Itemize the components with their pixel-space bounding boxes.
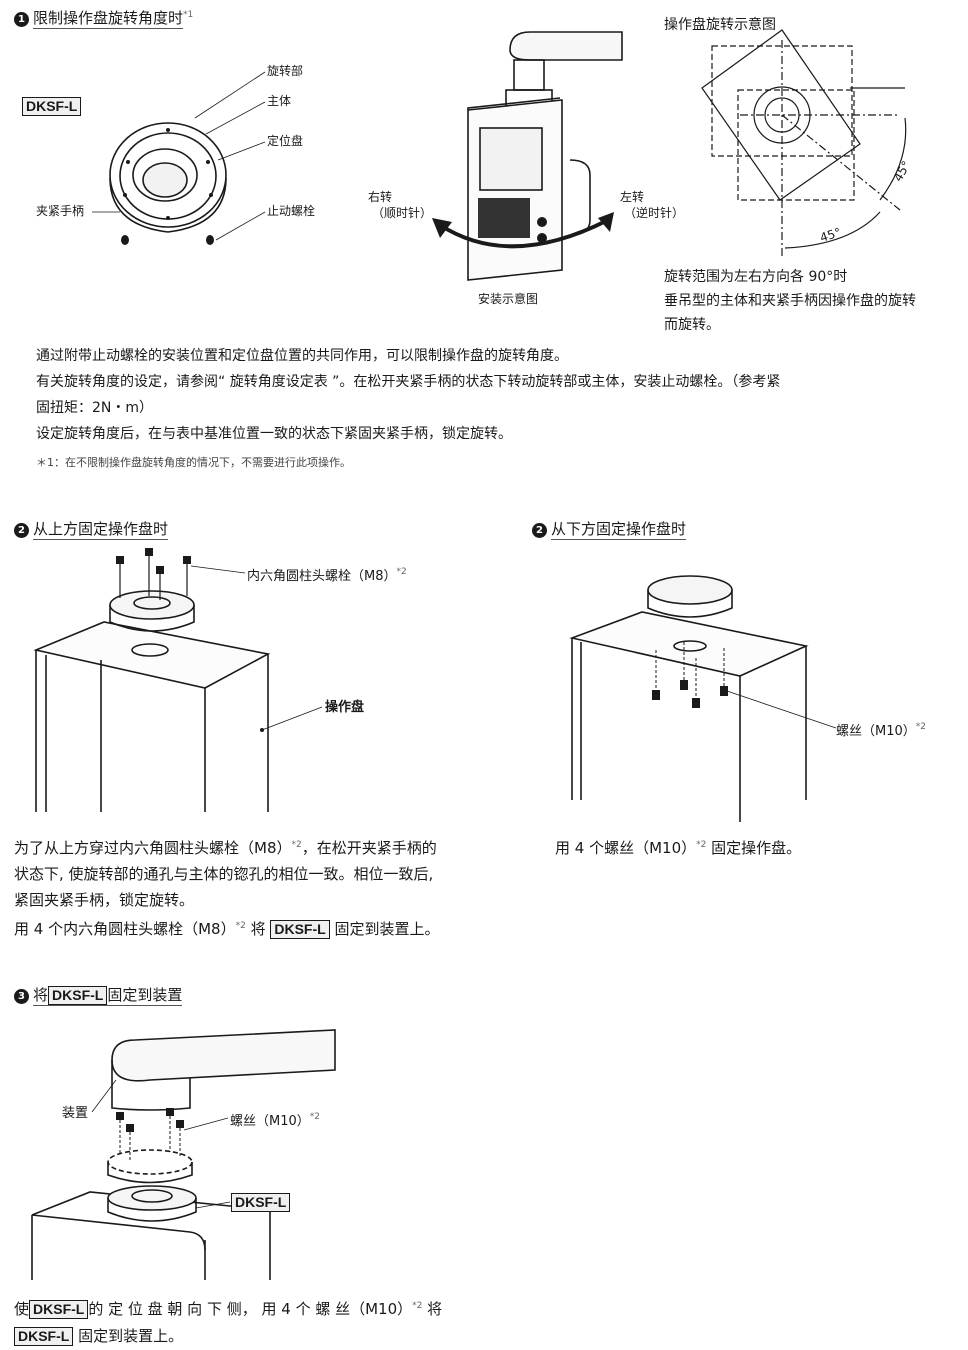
screw-text: 螺丝（M10） — [836, 724, 916, 739]
text: 固定操作盘。 — [706, 839, 802, 857]
label-left-turn: 左转 — [620, 190, 645, 204]
paragraph-line: 用 4 个内六角圆柱头螺栓（M8）*2 将 DKSF-L 固定到装置上。 — [14, 913, 504, 942]
section2-paragraph: 为了从上方穿过内六角圆柱头螺栓（M8）*2，在松开夹紧手柄的 状态下, 使旋转部… — [14, 832, 504, 942]
label-right-turn: 右转 — [368, 190, 393, 204]
install-caption: 安装示意图 — [478, 292, 539, 306]
paragraph: 设定旋转角度后，在与表中基准位置一致的状态下紧固夹紧手柄，锁定旋转。 — [36, 426, 512, 442]
section1-heading: 1 限制操作盘旋转角度时*1 — [14, 5, 194, 29]
label-device: 装置 — [62, 1106, 89, 1121]
product-tag: DKSF-L — [22, 97, 82, 116]
label-hex-screw: 内六角圆柱头螺栓（M8）*2 — [247, 565, 407, 584]
hex-screw-text: 内六角圆柱头螺栓（M8） — [247, 569, 397, 584]
text: 固定到装置 — [107, 986, 183, 1004]
note-mark: *2 — [412, 1301, 423, 1311]
product-tag: DKSF-L — [48, 986, 108, 1005]
text: 为了从上方穿过内六角圆柱头螺栓（M8） — [14, 839, 292, 857]
section1-paragraphs: 通过附带止动螺栓的安装位置和定位盘位置的共同作用，可以限制操作盘的旋转角度。 有… — [36, 343, 956, 447]
product-tag: DKSF-L — [231, 1193, 291, 1212]
step-number-2b: 2 — [532, 523, 547, 538]
text: 固定到装置上。 — [329, 920, 440, 938]
text: 用 4 个螺丝（M10） — [555, 839, 697, 857]
step-number-3: 3 — [14, 989, 29, 1004]
label-panel: 操作盘 — [325, 700, 365, 715]
text: 固定到装置上。 — [73, 1327, 184, 1345]
text: 将 — [422, 1300, 443, 1318]
section2-heading: 2 从上方固定操作盘时 — [14, 519, 169, 540]
rotation-note-line: 垂吊型的主体和夹紧手柄因操作盘的旋转 — [664, 293, 916, 309]
dksf-tag-3: DKSF-L — [231, 1192, 291, 1212]
label-m10-screw-3: 螺丝（M10）*2 — [230, 1110, 320, 1129]
footnote: ＊1：在不限制操作盘旋转角度的情况下，不需要进行此项操作。 — [36, 456, 351, 469]
section2-title: 从上方固定操作盘时 — [33, 520, 169, 540]
paragraph-line: 紧固夹紧手柄，锁定旋转。 — [14, 891, 195, 909]
screw-text: 螺丝（M10） — [230, 1114, 310, 1129]
paragraph-line: 为了从上方穿过内六角圆柱头螺栓（M8）*2，在松开夹紧手柄的 — [14, 832, 504, 861]
note-mark: *2 — [915, 722, 926, 732]
section1-title: 限制操作盘旋转角度时 — [33, 9, 184, 29]
label-stop-bolt: 止动螺栓 — [267, 204, 316, 218]
note-mark: *2 — [696, 840, 707, 850]
note-mark: *1 — [183, 10, 194, 20]
product-tag: DKSF-L — [29, 1300, 89, 1319]
rotation-note: 旋转范围为左右方向各 90°时 垂吊型的主体和夹紧手柄因操作盘的旋转 而旋转。 — [664, 265, 916, 337]
label-right-turn-sub: （顺时针） — [372, 206, 433, 220]
text: ，在松开夹紧手柄的 — [301, 839, 437, 857]
paragraph: 通过附带止动螺栓的安装位置和定位盘位置的共同作用，可以限制操作盘的旋转角度。 — [36, 348, 568, 364]
section2b-heading: 2 从下方固定操作盘时 — [532, 519, 687, 540]
note-mark: *2 — [235, 921, 246, 931]
dksf-tag-1: DKSF-L — [22, 96, 82, 116]
label-clamp-handle: 夹紧手柄 — [36, 204, 85, 218]
paragraph: 固扭矩：2N・m） — [36, 400, 154, 416]
label-m10-screw: 螺丝（M10）*2 — [836, 720, 926, 739]
paragraph-line: 状态下, 使旋转部的通孔与主体的锪孔的相位一致。相位一致后, — [14, 865, 434, 883]
text: 使 — [14, 1300, 30, 1318]
note-mark: *2 — [309, 1112, 320, 1122]
rotation-diagram-title: 操作盘旋转示意图 — [664, 17, 776, 33]
product-tag: DKSF-L — [14, 1327, 74, 1346]
section2b-title: 从下方固定操作盘时 — [551, 520, 687, 540]
label-locating-disc: 定位盘 — [267, 134, 304, 148]
step-number-2: 2 — [14, 523, 29, 538]
step-number-1: 1 — [14, 12, 29, 27]
note-mark: *2 — [396, 567, 407, 577]
section2b-paragraph: 用 4 个螺丝（M10）*2 固定操作盘。 — [555, 832, 801, 861]
rotation-note-line: 旋转范围为左右方向各 90°时 — [664, 269, 848, 285]
paragraph: 有关旋转角度的设定，请参阅“ 旋转角度设定表 ”。在松开夹紧手柄的状态下转动旋转… — [36, 374, 781, 390]
text: 的 定 位 盘 朝 向 下 侧， 用 4 个 螺 丝（M10） — [88, 1300, 413, 1318]
text: 用 4 个内六角圆柱头螺栓（M8） — [14, 920, 236, 938]
label-left-turn-sub: （逆时针） — [624, 206, 685, 220]
text: 将 — [245, 920, 271, 938]
label-rotating-part: 旋转部 — [267, 64, 304, 78]
label-main-body: 主体 — [267, 94, 292, 108]
note-mark: *2 — [291, 840, 302, 850]
product-tag: DKSF-L — [270, 920, 330, 939]
rotation-note-line: 而旋转。 — [664, 317, 720, 333]
text: 将 — [33, 986, 49, 1004]
